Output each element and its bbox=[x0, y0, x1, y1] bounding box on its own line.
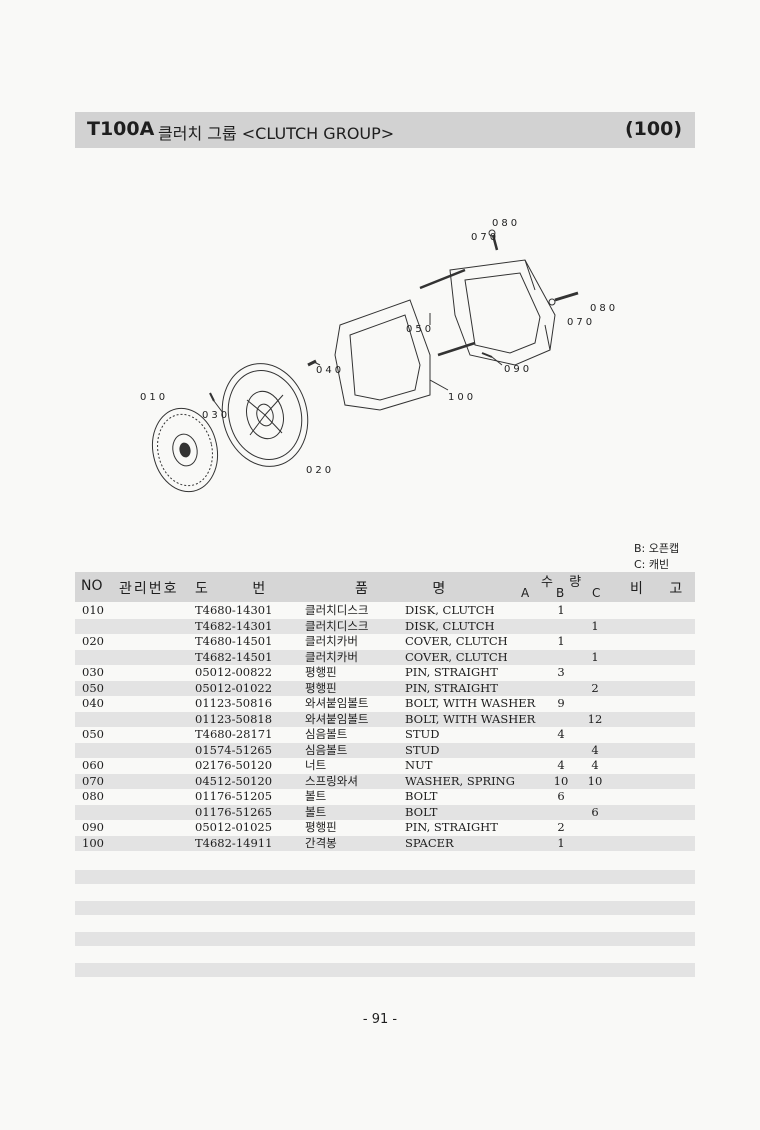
clutch-cover-illustration bbox=[221, 363, 309, 467]
header-quantity: 수 량 bbox=[541, 575, 582, 590]
callout-040: 040 bbox=[316, 365, 344, 376]
empty-row-band bbox=[75, 932, 695, 946]
callout-070-top: 070 bbox=[471, 232, 499, 243]
header-qty-c: C bbox=[592, 586, 601, 600]
callout-080-top: 080 bbox=[492, 218, 520, 229]
callout-100: 100 bbox=[448, 392, 476, 403]
header-drawing-number: 도 번 bbox=[195, 581, 266, 597]
header-qty-a: A bbox=[521, 586, 530, 600]
parts-table-header: NO 관리번호 도 번 품 명 수 량 A B C 비 고 bbox=[75, 572, 695, 602]
header-no: NO bbox=[81, 578, 103, 594]
callout-080-right: 080 bbox=[590, 303, 618, 314]
callout-090: 090 bbox=[504, 364, 532, 375]
header-remarks: 비 고 bbox=[630, 581, 683, 597]
page-number: - 91 - bbox=[362, 1012, 398, 1027]
spacer-housing-illustration bbox=[334, 299, 431, 411]
model-code: T100A bbox=[87, 118, 155, 140]
header-mgmt-number: 관리번호 bbox=[119, 581, 179, 597]
callout-010: 010 bbox=[140, 392, 168, 403]
empty-row-band bbox=[75, 901, 695, 915]
callout-020: 020 bbox=[306, 465, 334, 476]
clutch-disc-illustration bbox=[152, 407, 218, 493]
header-band bbox=[75, 112, 695, 148]
header-part-name: 품 명 bbox=[355, 581, 446, 597]
callout-030: 030 bbox=[202, 410, 230, 421]
empty-row-band bbox=[75, 870, 695, 884]
empty-row-band bbox=[75, 963, 695, 977]
callout-050: 050 bbox=[406, 324, 434, 335]
header-qty-b: B bbox=[556, 586, 565, 600]
callout-070-right: 070 bbox=[567, 317, 595, 328]
flywheel-housing-illustration bbox=[449, 259, 556, 366]
legend-b: B: 오픈캡 bbox=[634, 542, 680, 555]
group-page-code: (100) bbox=[624, 118, 682, 140]
legend-c: C: 캐빈 bbox=[634, 558, 670, 571]
exploded-parts-diagram: 010 030 020 040 050 100 080 070 080 070 … bbox=[140, 218, 618, 493]
group-title: 클러치 그룹 <CLUTCH GROUP> bbox=[158, 124, 395, 143]
